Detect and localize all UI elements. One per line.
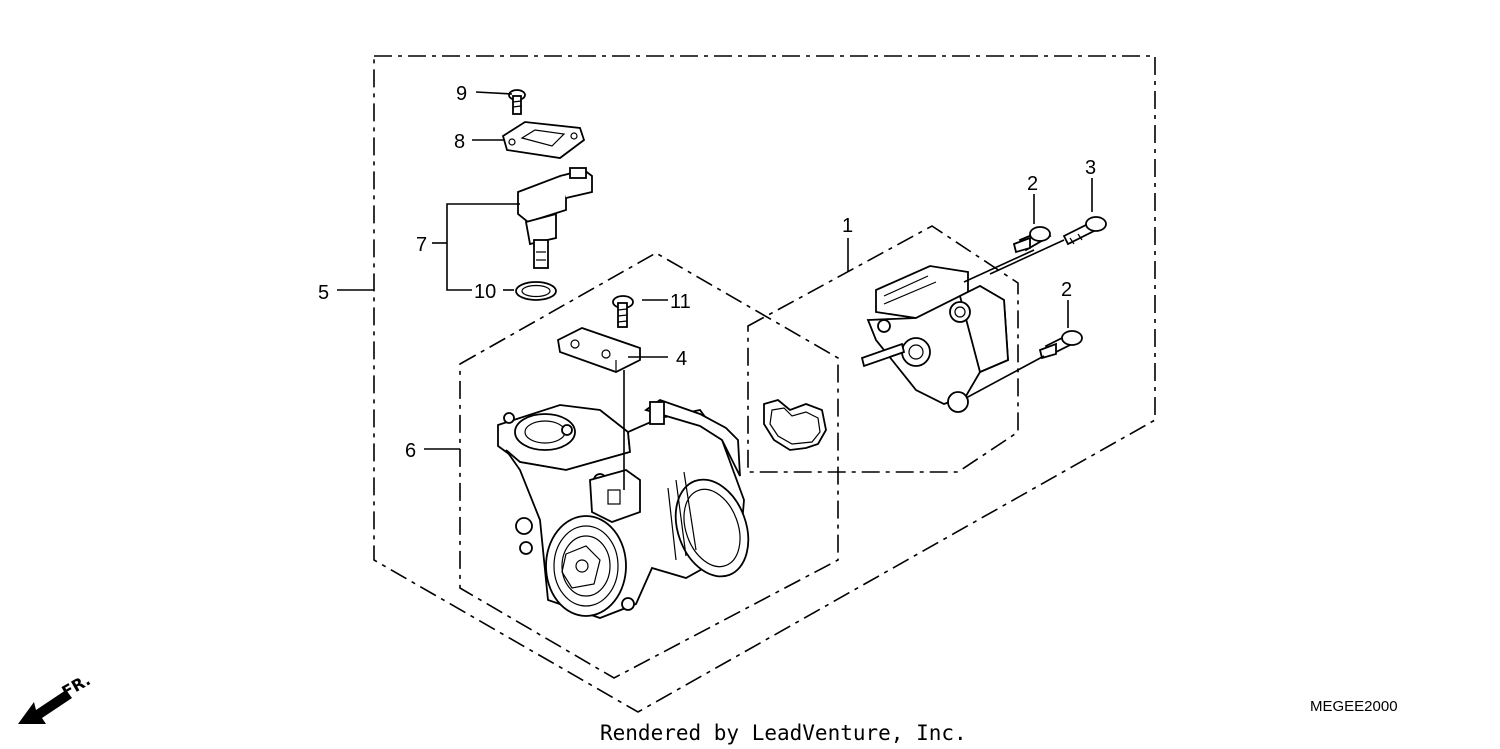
leader-lines bbox=[337, 91, 1093, 490]
o-ring-part-10[interactable] bbox=[515, 281, 557, 301]
callout-3: 3 bbox=[1085, 157, 1096, 179]
assembly-boundary-5 bbox=[373, 55, 1156, 713]
front-direction-arrow-icon bbox=[18, 690, 72, 724]
seal-gasket-part-1[interactable] bbox=[763, 399, 827, 451]
callout-1: 1 bbox=[842, 215, 853, 237]
bolt-part-2-lower[interactable] bbox=[1038, 330, 1083, 360]
callout-8: 8 bbox=[454, 131, 465, 153]
sensor-part-7[interactable] bbox=[517, 167, 593, 269]
throttle-body-boundary-6 bbox=[459, 252, 839, 679]
callout-6: 6 bbox=[405, 440, 416, 462]
callout-2-lower: 2 bbox=[1061, 279, 1072, 301]
sensor-assembly-boundary-1 bbox=[747, 225, 1019, 473]
callout-7: 7 bbox=[416, 234, 427, 256]
screw-part-9[interactable] bbox=[508, 89, 526, 115]
gasket-plate-part-8[interactable] bbox=[501, 121, 586, 159]
callout-10: 10 bbox=[474, 281, 496, 303]
callout-5: 5 bbox=[318, 282, 329, 304]
diagram-code: MEGEE2000 bbox=[1310, 698, 1398, 715]
credit-line: Rendered by LeadVenture, Inc. bbox=[600, 721, 967, 745]
bolt-part-3[interactable] bbox=[1062, 216, 1107, 246]
callout-9: 9 bbox=[456, 83, 467, 105]
screw-part-11[interactable] bbox=[612, 295, 634, 328]
callout-11: 11 bbox=[670, 291, 691, 313]
callout-4: 4 bbox=[676, 348, 687, 370]
sensor-unit-part-1[interactable] bbox=[860, 265, 1009, 413]
callout-2-upper: 2 bbox=[1027, 173, 1038, 195]
throttle-body-part-6[interactable] bbox=[497, 398, 761, 619]
bracket-part-4[interactable] bbox=[557, 327, 641, 373]
bolt-part-2-upper[interactable] bbox=[1012, 226, 1052, 254]
